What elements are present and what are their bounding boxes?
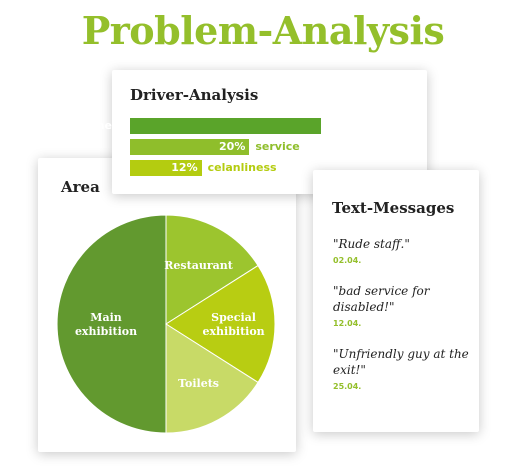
message-item: "Unfriendly guy at the exit!" 25.04.: [333, 346, 473, 391]
message-date: 25.04.: [333, 382, 362, 391]
pie-slice: [56, 214, 167, 434]
pie-slice: [165, 323, 259, 434]
text-messages-title: Text-Messages: [332, 199, 455, 217]
message-text: "Unfriendly guy at the exit!": [333, 347, 469, 377]
message-date: 12.04.: [333, 319, 362, 328]
pie-slice-label: Restaurant: [164, 259, 233, 272]
bar: [130, 160, 202, 176]
message-text: "Rude staff.": [333, 237, 410, 251]
area-title: Area: [61, 178, 100, 196]
bar: [130, 118, 321, 134]
driver-analysis-title: Driver-Analysis: [130, 86, 259, 104]
bar-category-label: service: [255, 140, 300, 153]
pie-slice: [165, 264, 276, 384]
text-messages-card: Text-Messages "Rude staff." 02.04. "bad …: [313, 170, 479, 432]
message-item: "Rude staff." 02.04.: [333, 236, 473, 265]
bar-value-label: 20%: [219, 140, 246, 153]
driver-analysis-card: Driver-Analysis 32% friendlinessfriendli…: [22, 70, 427, 194]
bar-category-label: celanliness: [207, 161, 277, 174]
page-title: Problem-Analysis: [81, 8, 445, 53]
message-item: "bad service for disabled!" 12.04.: [333, 283, 473, 328]
bar: [130, 139, 250, 155]
pie-slice-label: Toilets: [178, 377, 219, 390]
message-text: "bad service for disabled!": [333, 284, 430, 314]
bar-value-label: 12%: [171, 161, 198, 174]
pie-slice: [165, 214, 259, 325]
message-date: 02.04.: [333, 256, 362, 265]
bar-value-label: 32% friendliness: [21, 119, 125, 132]
